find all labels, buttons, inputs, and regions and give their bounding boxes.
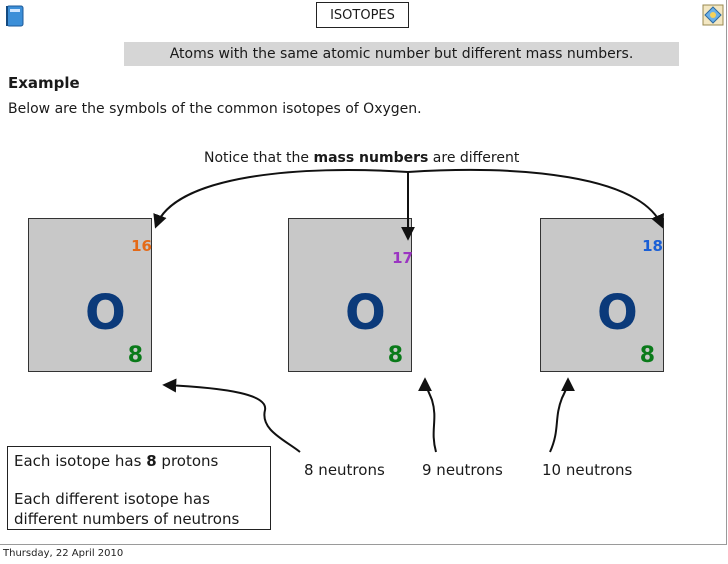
page-title: ISOTOPES <box>316 2 409 28</box>
element-symbol: O <box>597 285 638 341</box>
notice-before: Notice that the <box>204 150 314 166</box>
intro-text: Below are the symbols of the common isot… <box>8 101 422 117</box>
notebook-icon[interactable] <box>4 4 26 28</box>
atomic-number: 8 <box>127 343 143 368</box>
atomic-number: 8 <box>639 343 655 368</box>
info-line1-after: protons <box>156 452 219 470</box>
info-protons: Each isotope has 8 protons <box>14 451 264 471</box>
info-box: Each isotope has 8 protons Each differen… <box>7 446 271 530</box>
arrow-to-18 <box>407 169 664 229</box>
mass-number: 17 <box>392 249 413 267</box>
mass-number: 18 <box>642 237 663 255</box>
arrow-8-neutrons <box>162 378 301 453</box>
definition-banner: Atoms with the same atomic number but di… <box>124 42 679 66</box>
isotope-card-18: 18 O 8 <box>540 218 664 372</box>
neutron-label-10: 10 neutrons <box>542 461 633 479</box>
neutron-label-9: 9 neutrons <box>422 461 503 479</box>
neutron-label-8: 8 neutrons <box>304 461 385 479</box>
mass-number: 16 <box>131 237 152 255</box>
isotope-card-16: 16 O 8 <box>28 218 152 372</box>
info-neutrons: Each different isotope has different num… <box>14 490 240 528</box>
isotope-card-17: 17 O 8 <box>288 218 413 372</box>
atomic-number: 8 <box>387 343 403 368</box>
info-line1-before: Each isotope has <box>14 452 147 470</box>
element-symbol: O <box>345 285 386 341</box>
info-line1-bold: 8 <box>146 452 157 470</box>
picture-icon[interactable] <box>702 4 724 26</box>
arrow-9-neutrons <box>418 377 437 453</box>
footer-date: Thursday, 22 April 2010 <box>3 548 124 559</box>
arrow-to-16 <box>153 169 409 229</box>
notice-text: Notice that the mass numbers are differe… <box>204 150 519 166</box>
notice-bold: mass numbers <box>313 150 429 166</box>
slide-frame <box>0 0 727 545</box>
arrow-10-neutrons <box>549 377 575 453</box>
notice-after: are different <box>428 150 520 166</box>
element-symbol: O <box>85 285 126 341</box>
example-heading: Example <box>8 74 80 92</box>
